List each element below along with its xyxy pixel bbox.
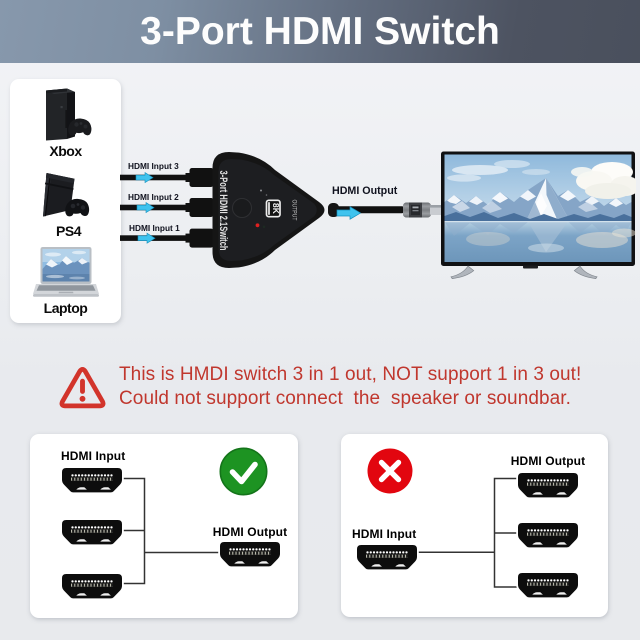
svg-text:8K: 8K: [271, 203, 281, 214]
svg-text:OUTPUT: OUTPUT: [291, 200, 298, 221]
svg-text:3-Port HDMI 2.1Switch: 3-Port HDMI 2.1Switch: [217, 171, 229, 251]
